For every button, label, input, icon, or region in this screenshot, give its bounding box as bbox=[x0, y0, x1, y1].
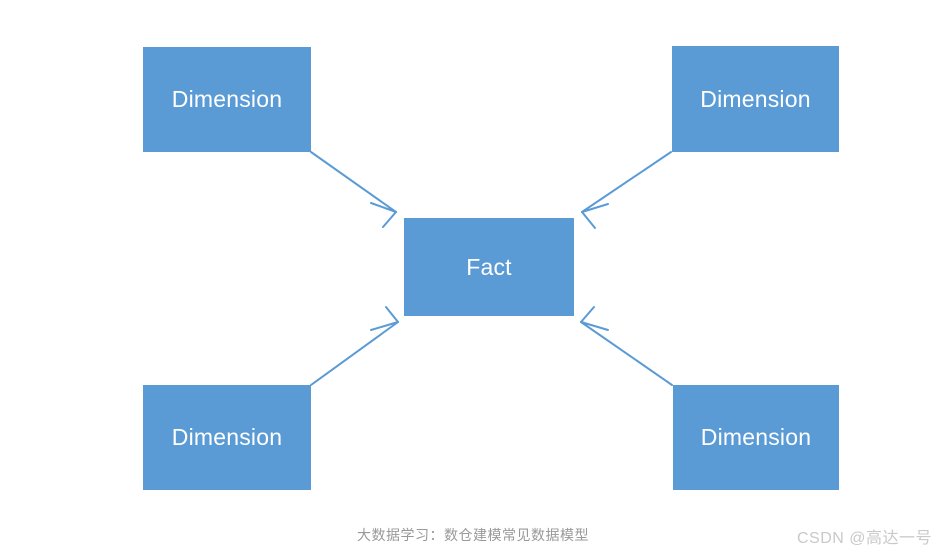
node-label: Dimension bbox=[171, 86, 283, 112]
dimension-node-bottom-right[interactable]: Dimension bbox=[673, 385, 839, 490]
csdn-watermark: CSDN @高达一号 bbox=[796, 530, 932, 547]
arrow-br-to-fact bbox=[580, 306, 673, 386]
dimension-node-top-left[interactable]: Dimension bbox=[143, 47, 311, 152]
node-label: Dimension bbox=[171, 424, 283, 450]
fact-node-center[interactable]: Fact bbox=[404, 218, 574, 316]
dimension-node-bottom-left[interactable]: Dimension bbox=[143, 385, 311, 490]
arrow-tr-to-fact bbox=[581, 151, 672, 229]
node-label: Dimension bbox=[700, 424, 812, 450]
figure-caption: 大数据学习：数仓建模常见数据模型 bbox=[357, 527, 589, 543]
dimension-node-top-right[interactable]: Dimension bbox=[672, 46, 839, 152]
node-label: Fact bbox=[466, 253, 512, 280]
arrow-bl-to-fact bbox=[310, 306, 399, 386]
arrow-tl-to-fact bbox=[310, 151, 397, 228]
node-label: Dimension bbox=[700, 85, 811, 112]
